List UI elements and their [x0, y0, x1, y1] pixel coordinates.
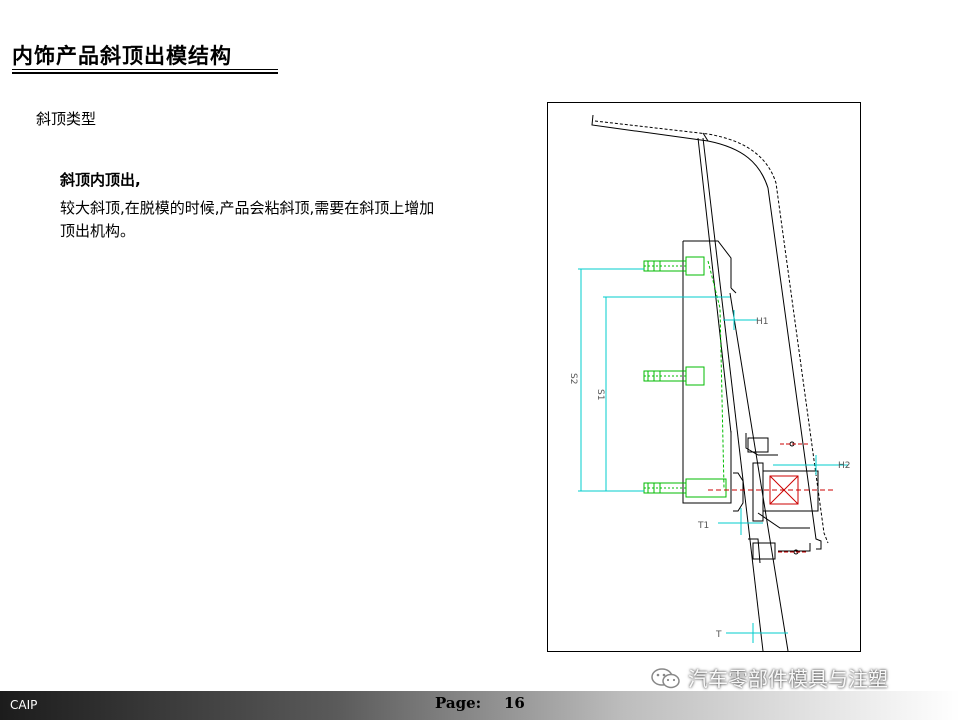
footer-brand: CAIP [10, 698, 38, 712]
label-t: T [715, 630, 722, 640]
page-title: 内饰产品斜顶出模结构 [12, 43, 232, 68]
label-s1: S1 [595, 389, 605, 400]
page-number: 16 [504, 694, 525, 712]
mold-drawing-svg: H1 H2 T1 T S2 S1 [568, 114, 851, 651]
label-h1: H1 [756, 317, 769, 327]
label-t1: T1 [697, 521, 709, 531]
lifter-body [697, 137, 789, 651]
lifter-head [682, 240, 737, 504]
subheading: 斜顶内顶出, [60, 171, 141, 189]
dimension-lines [578, 268, 848, 643]
wechat-icon [651, 667, 680, 688]
title-underline [12, 69, 278, 70]
page-label: Page: [435, 694, 482, 712]
label-s2: S2 [568, 373, 578, 384]
footer-bar [0, 691, 960, 720]
ejector-pin [708, 443, 833, 553]
screw-middle [643, 366, 705, 386]
mold-drawing: H1 H2 T1 T S2 S1 [547, 102, 861, 652]
section-label: 斜顶类型 [36, 110, 97, 128]
screw-bottom [643, 478, 727, 498]
body-text: 较大斜顶,在脱模的时候,产品会粘斜顶,需要在斜顶上增加顶出机构。 [60, 199, 435, 240]
lifter-guide [707, 260, 725, 489]
ejector-assembly [733, 433, 819, 564]
product-shell [591, 114, 829, 550]
screw-top [643, 256, 705, 276]
title-underline-bold [12, 72, 278, 74]
watermark-text: 汽车零部件模具与注塑 [688, 667, 888, 691]
watermark: 汽车零部件模具与注塑 [650, 663, 888, 692]
label-h2: H2 [838, 461, 851, 471]
